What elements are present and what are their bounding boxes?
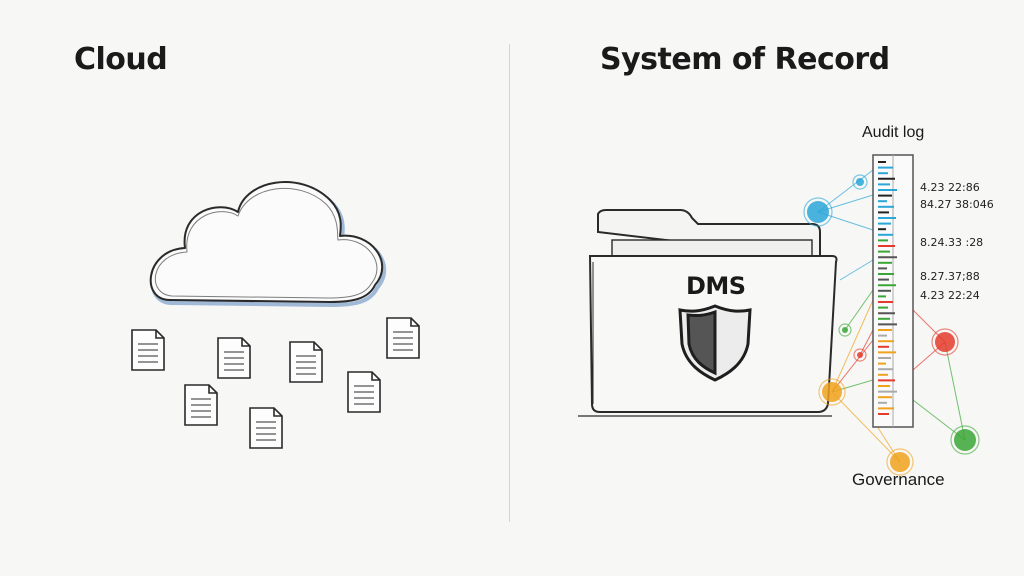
document-icon [249, 407, 283, 449]
governance-label: Governance [852, 470, 945, 489]
node-small [853, 348, 867, 362]
audit-timestamp: 4.23 22:86 [920, 181, 980, 194]
document-icon [289, 341, 323, 383]
document-icon [386, 317, 420, 359]
audit-timestamp: 84.27 38:046 [920, 198, 994, 211]
shield-icon [678, 304, 752, 382]
audit-timestamp: 8.27.37;88 [920, 270, 980, 283]
node-orange [886, 448, 914, 476]
audit-log-label: Audit log [862, 124, 925, 141]
document-icon [184, 384, 218, 426]
dms-label: DMS [686, 272, 746, 300]
document-icon [347, 371, 381, 413]
cloud-icon [149, 181, 386, 307]
node-green [950, 425, 980, 455]
audit-log-icon [872, 154, 914, 428]
system-of-record-title: System of Record [600, 42, 890, 77]
document-icon [131, 329, 165, 371]
node-orange [818, 378, 846, 406]
node-small [838, 323, 852, 337]
node-small [852, 174, 868, 190]
panel-divider [509, 44, 510, 522]
audit-timestamp: 4.23 22:24 [920, 289, 980, 302]
node-red [931, 328, 959, 356]
cloud-title: Cloud [74, 42, 168, 77]
node-blue [803, 197, 833, 227]
audit-timestamp: 8.24.33 :28 [920, 236, 984, 249]
document-icon [217, 337, 251, 379]
